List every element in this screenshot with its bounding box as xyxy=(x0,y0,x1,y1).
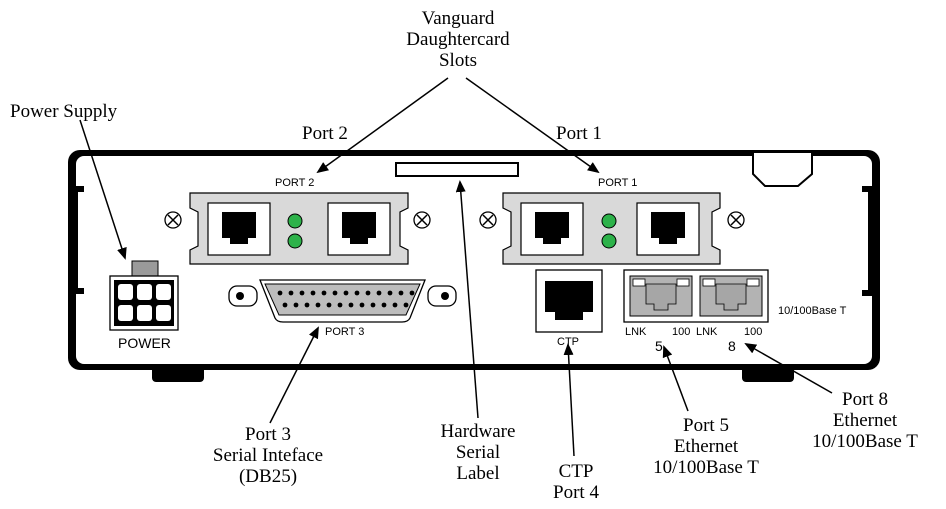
ctp-callout-line2: Port 4 xyxy=(553,482,599,503)
lnk-label-port5: LNK xyxy=(625,326,647,338)
db25-connector: PORT 3 xyxy=(228,279,457,338)
vanguard-callout-line2: Daughtercard xyxy=(406,29,510,50)
port3-callout-line2: Serial Inteface xyxy=(213,445,323,466)
daughtercard-port2: PORT 2 xyxy=(189,177,409,265)
arrow-hw-serial xyxy=(455,180,479,419)
port8-callout-line2: Ethernet xyxy=(833,410,898,431)
port3-panel-label: PORT 3 xyxy=(325,326,364,338)
port1-callout: Port 1 xyxy=(556,123,602,144)
port5-callout-line1: Port 5 xyxy=(683,415,729,436)
screw-icon xyxy=(164,211,182,229)
daughtercard-port1: PORT 1 xyxy=(502,177,721,265)
port8-callout-line1: Port 8 xyxy=(842,389,888,410)
port5-callout-line3: 10/100Base T xyxy=(653,457,759,478)
power-panel-label: POWER xyxy=(118,335,171,351)
port8-callout-line3: 10/100Base T xyxy=(812,431,918,452)
screw-icon xyxy=(479,211,497,229)
arrow-port3 xyxy=(269,326,319,424)
led-icon xyxy=(287,213,303,229)
arrow-ctp xyxy=(563,343,575,457)
arrow-vanguard-port2 xyxy=(316,77,449,174)
arrow-power-supply xyxy=(79,119,127,260)
speed-label-port5: 100 xyxy=(672,326,690,338)
vanguard-callout-line1: Vanguard xyxy=(422,8,495,29)
port3-callout-line3: (DB25) xyxy=(239,466,297,487)
hw-serial-callout-line1: Hardware xyxy=(441,421,516,442)
port2-callout: Port 2 xyxy=(302,123,348,144)
hw-serial-callout-line2: Serial xyxy=(456,442,500,463)
vanguard-callout-line3: Slots xyxy=(439,50,477,71)
eth-base-label: 10/100Base T xyxy=(778,305,847,317)
led-icon xyxy=(287,233,303,249)
power-connector: POWER xyxy=(109,260,179,351)
arrow-port5 xyxy=(662,345,689,412)
screw-icon xyxy=(413,211,431,229)
port3-callout-line1: Port 3 xyxy=(245,424,291,445)
ctp-callout-line1: CTP xyxy=(559,461,594,482)
lnk-label-port8: LNK xyxy=(696,326,718,338)
arrow-vanguard-port1 xyxy=(465,77,600,174)
power-supply-callout: Power Supply xyxy=(10,101,118,122)
arrow-port8 xyxy=(744,343,833,394)
speed-label-port8: 100 xyxy=(744,326,762,338)
led-icon xyxy=(601,213,617,229)
port5-callout-line2: Ethernet xyxy=(674,436,739,457)
led-icon xyxy=(601,233,617,249)
port1-panel-label: PORT 1 xyxy=(598,177,637,189)
eth-port-number-5: 5 xyxy=(655,338,663,354)
hardware-serial-label-slot xyxy=(395,162,519,177)
ctp-port: CTP xyxy=(535,269,603,348)
eth-port-number-8: 8 xyxy=(728,338,736,354)
ethernet-ports: LNK 100 LNK 100 5 8 10/100Base T xyxy=(623,269,847,354)
screw-icon xyxy=(727,211,745,229)
hw-serial-callout-line3: Label xyxy=(456,463,499,484)
port2-panel-label: PORT 2 xyxy=(275,177,314,189)
